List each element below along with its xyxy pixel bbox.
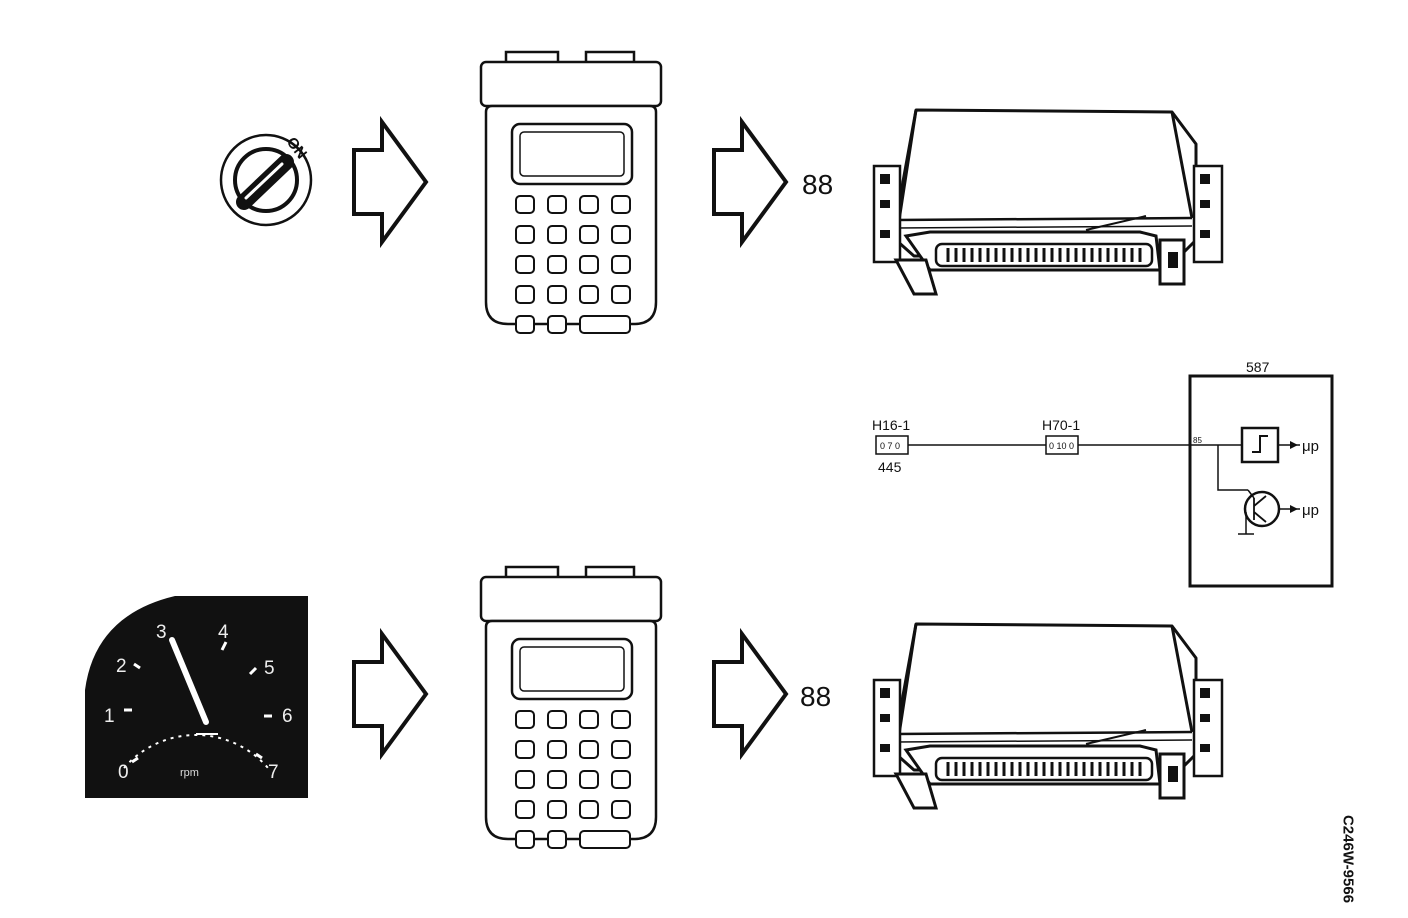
output-mp-bottom: μp [1302, 502, 1319, 519]
figure-code-text: C246W-9566 [1339, 814, 1357, 904]
tacho-scale-5: 5 [264, 658, 275, 679]
scan-tool-icon [479, 565, 663, 850]
ecu-587-box [1188, 374, 1334, 588]
tacho-scale-7: 7 [268, 762, 279, 783]
tacho-scale-6: 6 [282, 706, 293, 727]
tachometer-icon: 0 1 2 3 4 5 6 7 rpm [85, 596, 308, 798]
circuit-diagram: H16-1 0 7 0 445 H70-1 0 10 0 587 85 μp μ… [872, 359, 1334, 588]
fault-code-top: 88 [802, 169, 833, 200]
tacho-scale-1: 1 [104, 706, 115, 727]
tacho-scale-4: 4 [218, 622, 229, 643]
control-module-icon [872, 108, 1224, 296]
arrow-icon [352, 120, 428, 244]
wire-445-label: 445 [878, 459, 902, 475]
connector-h70-pins: 0 10 0 [1049, 441, 1074, 451]
connector-h70-label: H70-1 [1042, 417, 1080, 433]
arrow-icon [352, 632, 428, 756]
tacho-scale-0: 0 [118, 762, 129, 783]
connector-h16-label: H16-1 [872, 417, 910, 433]
pin-85-label: 85 [1193, 436, 1202, 445]
connector-h16-pins: 0 7 0 [880, 441, 900, 451]
scan-tool-icon [479, 50, 663, 335]
tacho-unit-label: rpm [180, 767, 199, 779]
arrow-icon [712, 120, 788, 244]
ecu-587-label: 587 [1246, 359, 1270, 375]
tacho-needle [169, 637, 209, 725]
output-mp-top: μp [1302, 438, 1319, 455]
tacho-scale-2: 2 [116, 656, 127, 677]
ignition-switch-icon [219, 133, 313, 227]
figure-code: C246W-9566 [1336, 800, 1360, 918]
control-module-icon [872, 622, 1224, 810]
tacho-scale-3: 3 [156, 622, 167, 643]
arrow-icon [712, 632, 788, 756]
transistor-icon [1243, 490, 1281, 528]
fault-code-bottom: 88 [800, 681, 831, 712]
